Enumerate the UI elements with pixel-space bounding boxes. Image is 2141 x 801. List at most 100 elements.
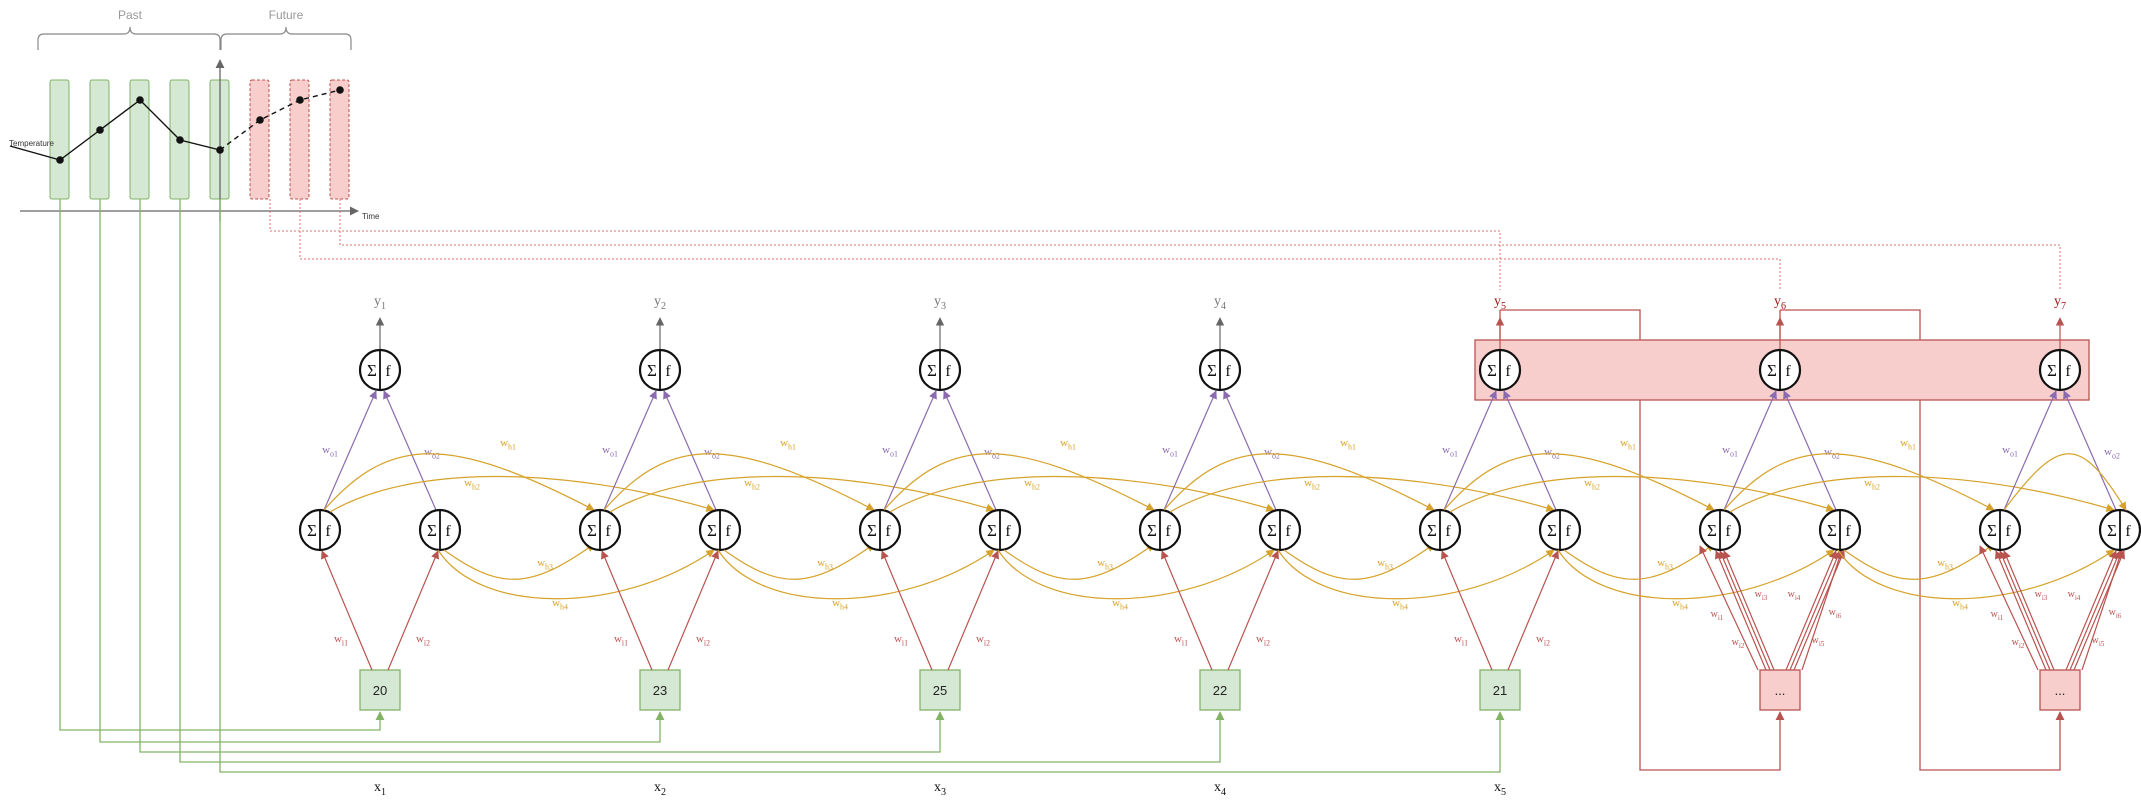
input-label: x3 xyxy=(934,780,946,798)
input-weight-edge xyxy=(321,550,373,671)
input-label: x2 xyxy=(654,780,666,798)
input-weight-edge xyxy=(2081,549,2124,671)
weight-label-wo2: wo2 xyxy=(424,446,440,460)
input-node: 22 xyxy=(1199,669,1241,711)
recurrent-weight-wh2 xyxy=(609,475,995,513)
weight-label-wh4: wh4 xyxy=(1672,597,1688,611)
input-box xyxy=(919,669,961,711)
future-bar xyxy=(249,79,270,200)
recurrent-weight-wh4 xyxy=(1837,549,2115,600)
recurrent-weight-wh1 xyxy=(2003,453,2127,511)
input-weight-edge xyxy=(947,550,999,671)
recurrent-weight-wh3 xyxy=(1843,543,1995,580)
recurrent-weight-wh3 xyxy=(443,543,595,580)
weight-label-wi1: wi1 xyxy=(1711,609,1724,622)
input-value: 25 xyxy=(933,683,947,698)
recurrent-weight-wh3 xyxy=(1563,543,1715,580)
recurrent-weight-wh1 xyxy=(603,453,875,511)
weight-label-wo1: wo1 xyxy=(1162,444,1178,458)
input-value: ... xyxy=(2055,683,2066,698)
input-weight-edge xyxy=(1507,550,1559,671)
output-weight-edge xyxy=(1503,390,1557,511)
weight-label-wi4: wi4 xyxy=(1788,589,1801,602)
weight-label-wo1: wo1 xyxy=(322,444,338,458)
weight-label-wi2: wi2 xyxy=(1732,637,1745,650)
input-box xyxy=(1759,669,1801,711)
weight-label-wh3: wh3 xyxy=(1377,557,1393,571)
output-label: y2 xyxy=(654,294,666,312)
sum-symbol: Σ xyxy=(987,521,997,540)
weight-label-wi2: wi2 xyxy=(2012,637,2025,650)
weight-label-wo2: wo2 xyxy=(1824,446,1840,460)
weight-label-wh3: wh3 xyxy=(1937,557,1953,571)
weight-label-wh4: wh4 xyxy=(832,597,848,611)
weight-label-wo2: wo2 xyxy=(2104,446,2120,460)
input-weight-edge xyxy=(1723,550,1775,671)
output-weight-edge xyxy=(1443,390,1497,511)
recurrent-weight-wh4 xyxy=(717,549,995,600)
recurrent-weight-wh2 xyxy=(1449,475,1835,513)
forecast-point xyxy=(336,86,344,94)
sum-symbol: Σ xyxy=(1547,521,1557,540)
weight-label-wh2: wh2 xyxy=(1304,477,1320,491)
input-weight-edge xyxy=(1715,550,1767,671)
output-weight-edge xyxy=(1723,390,1777,511)
output-weight-edge xyxy=(1783,390,1837,511)
weight-label-wi1: wi1 xyxy=(1454,633,1468,647)
weight-label-wh1: wh1 xyxy=(1620,437,1636,451)
weight-label-wi5: wi5 xyxy=(2092,635,2105,648)
weight-label-wh3: wh3 xyxy=(537,557,553,571)
weight-label-wi2: wi2 xyxy=(1256,633,1270,647)
sum-symbol: Σ xyxy=(927,361,937,380)
weight-label-wh3: wh3 xyxy=(1657,557,1673,571)
sum-symbol: Σ xyxy=(1147,521,1157,540)
weight-label-wh4: wh4 xyxy=(1112,597,1128,611)
activation-symbol: f xyxy=(945,363,951,380)
activation-symbol: f xyxy=(385,363,391,380)
weight-label-wi6: wi6 xyxy=(1829,607,1842,620)
weight-label-wh2: wh2 xyxy=(1584,477,1600,491)
future-bar xyxy=(289,79,310,200)
data-point xyxy=(96,126,104,134)
forecast-connectors xyxy=(269,199,2061,290)
input-weight-edge xyxy=(1441,550,1493,671)
sum-symbol: Σ xyxy=(427,521,437,540)
recurrent-weight-wh2 xyxy=(1729,475,2115,513)
weight-label-wi4: wi4 xyxy=(2068,589,2081,602)
weight-label-wh1: wh1 xyxy=(1060,437,1076,451)
weight-label-wi1: wi1 xyxy=(614,633,628,647)
weight-label-wi3: wi3 xyxy=(1755,589,1768,602)
recurrent-weight-wh3 xyxy=(1003,543,1155,580)
temperature-line xyxy=(9,99,221,161)
output-label: y6 xyxy=(1774,294,1786,312)
input-label: x1 xyxy=(374,780,386,798)
activation-symbol: f xyxy=(445,523,451,540)
output-weight-edge xyxy=(2063,390,2117,511)
input-weight-edge xyxy=(1999,550,2051,671)
input-node: ... xyxy=(2039,669,2081,711)
connector-x3 xyxy=(139,199,945,753)
output-weight-edge xyxy=(1163,390,1217,511)
sum-symbol: Σ xyxy=(1987,521,1997,540)
activation-symbol: f xyxy=(1225,363,1231,380)
weight-label-wh2: wh2 xyxy=(1864,477,1880,491)
input-box xyxy=(359,669,401,711)
input-box xyxy=(2039,669,2081,711)
output-weight-edge xyxy=(1223,390,1277,511)
recurrent-weight-wh1 xyxy=(1723,453,1995,511)
weight-label-wo2: wo2 xyxy=(984,446,1000,460)
sum-symbol: Σ xyxy=(1707,521,1717,540)
activation-symbol: f xyxy=(1165,523,1171,540)
input-node: 25 xyxy=(919,669,961,711)
activation-symbol: f xyxy=(1565,523,1571,540)
